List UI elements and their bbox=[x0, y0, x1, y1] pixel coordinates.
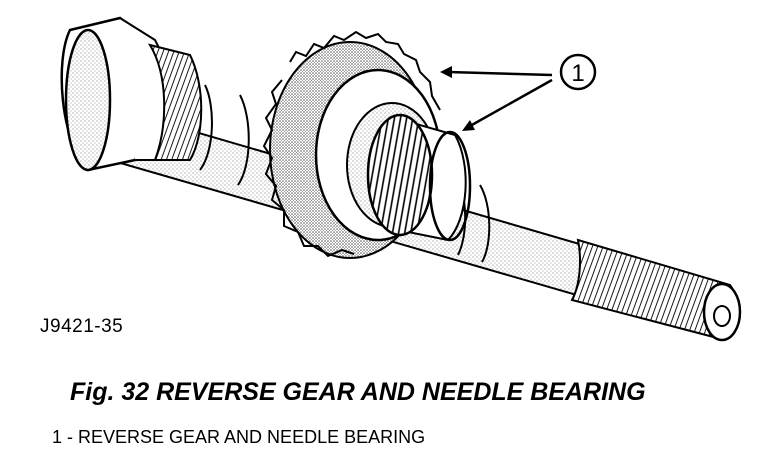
callout-marker: 1 bbox=[559, 53, 597, 91]
output-splines bbox=[570, 238, 742, 342]
callout-leaders bbox=[440, 66, 553, 131]
figure-id-label: J9421-35 bbox=[40, 316, 124, 337]
shaft-illustration: 1 bbox=[60, 16, 742, 342]
needle-bearing bbox=[366, 113, 472, 242]
callout-number: 1 bbox=[571, 60, 584, 87]
pilot-end bbox=[60, 16, 203, 172]
legend-item: 1 - REVERSE GEAR AND NEEDLE BEARING bbox=[52, 427, 426, 447]
figure-caption: Fig. 32 REVERSE GEAR AND NEEDLE BEARING bbox=[70, 378, 646, 406]
